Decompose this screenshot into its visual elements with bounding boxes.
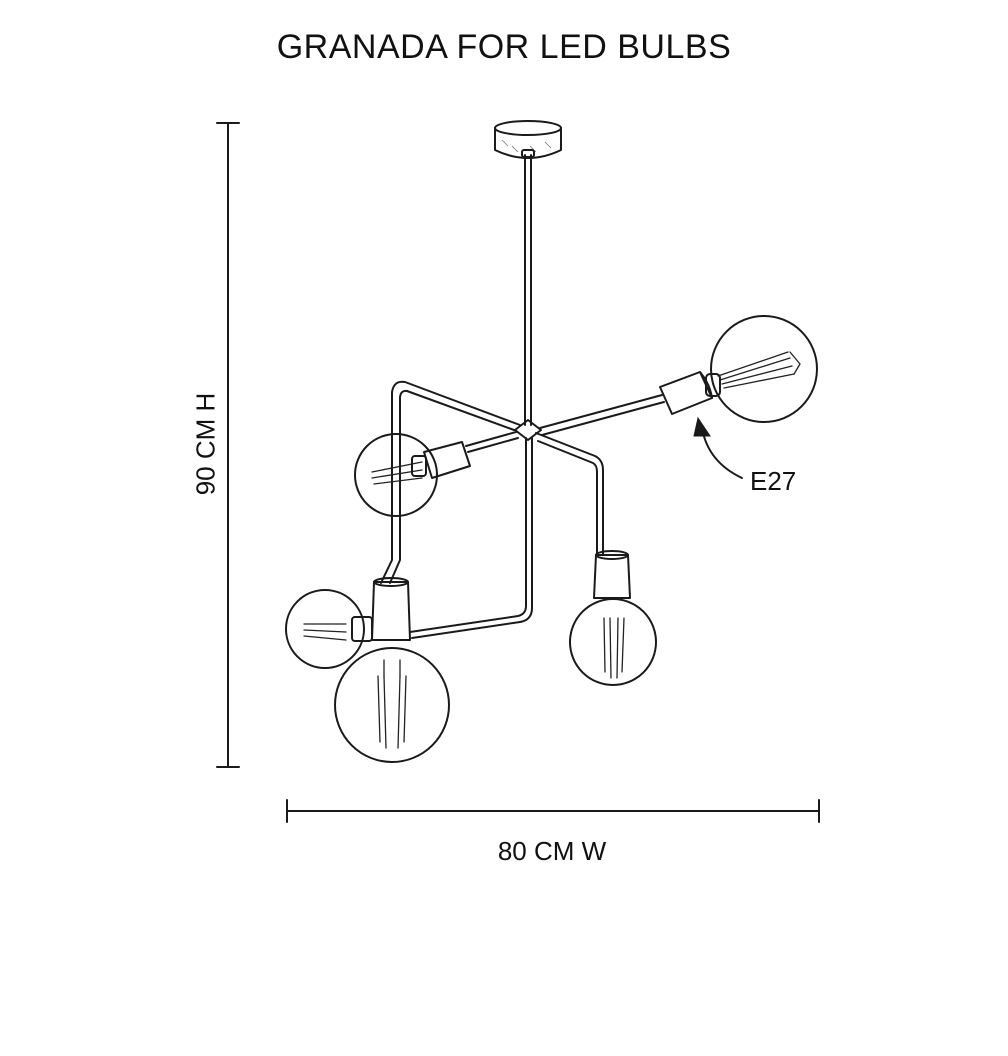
width-dimension-line	[286, 799, 820, 823]
product-title: GRANADA FOR LED BULBS	[276, 28, 732, 66]
height-dimension-line	[216, 122, 240, 768]
bulb-bottom-left	[334, 647, 450, 763]
bulb-lower-left-side	[285, 589, 365, 669]
bulb-left-middle	[354, 433, 438, 517]
socket-lower-left-side	[351, 616, 373, 642]
arm-left	[465, 431, 519, 453]
arm-bent-right	[535, 432, 604, 556]
arm-bent-left	[380, 380, 521, 584]
socket-bottom-left	[371, 577, 411, 641]
ceiling-canopy	[494, 120, 562, 159]
bulb-upper-right	[710, 315, 818, 423]
socket-left-middle	[411, 441, 471, 479]
socket-upper-right	[659, 371, 721, 415]
height-label: 90 CM H	[190, 392, 221, 496]
socket-bottom-right	[593, 550, 631, 599]
bulb-bottom-right	[569, 598, 657, 686]
socket-callout-arrow	[693, 416, 743, 479]
width-label: 80 CM W	[497, 836, 607, 866]
arm-lower	[409, 437, 533, 639]
arm-upper-right	[539, 394, 665, 436]
socket-type-label: E27	[750, 466, 797, 496]
down-rod	[521, 149, 535, 426]
center-hub	[514, 419, 542, 441]
